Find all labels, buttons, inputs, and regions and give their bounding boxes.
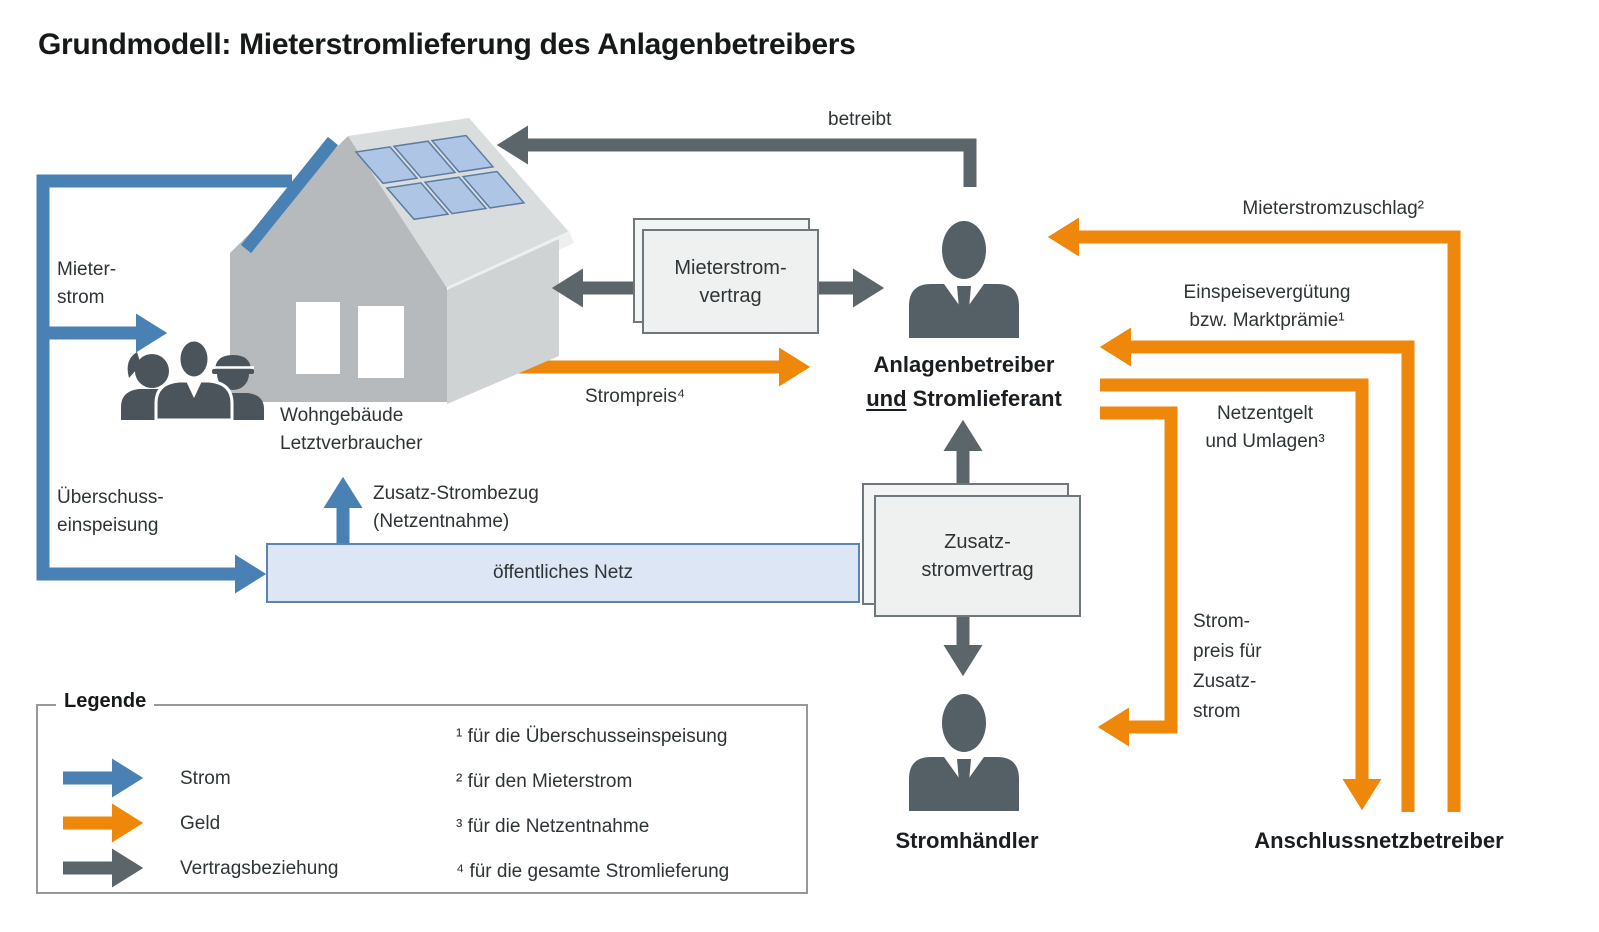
legend-item-strom: Strom xyxy=(180,768,231,789)
wohngebaeude-label: Wohngebäude Letztverbraucher xyxy=(280,405,423,454)
legend-item-geld: Geld xyxy=(180,813,221,834)
zusatz-strombezug-label: Zusatz-Strombezug (Netzentnahme) xyxy=(373,483,539,532)
geld-arrow-einspeiseverguetung xyxy=(1099,327,1415,812)
legend-footnote-2: ² für den Mieterstrom xyxy=(456,771,633,792)
legend-arrow-icons xyxy=(63,758,144,888)
geld-arrows xyxy=(1047,217,1461,812)
einspeiseverguetung-label: Einspeisevergütung bzw. Marktprämie¹ xyxy=(1183,282,1351,331)
legend-box xyxy=(36,704,808,894)
window xyxy=(296,302,340,374)
anlagenbetreiber-label: Anlagenbetreiber und Stromlieferant xyxy=(866,352,1062,411)
legend-title: Legende xyxy=(56,690,155,713)
strom-arrow-ueberschusseinspeisung xyxy=(36,174,292,594)
strompreis-zusatzstrom-label: Strom- preis für Zusatz- strom xyxy=(1193,611,1262,722)
house-icon xyxy=(230,118,574,404)
geld-arrow-netzentgelt xyxy=(1100,378,1382,811)
anschlussnetzbetreiber-label: Anschlussnetzbetreiber xyxy=(1254,828,1504,853)
zusatzstromvertrag-box: Zusatz- stromvertrag xyxy=(874,495,1081,617)
oeffentliches-netz-bar: öffentliches Netz xyxy=(266,543,860,603)
stromhaendler-label: Stromhändler xyxy=(895,828,1039,853)
ueberschusseinspeisung-label: Überschuss- einspeisung xyxy=(57,487,164,536)
legend-footnote-3: ³ für die Netzentnahme xyxy=(456,816,650,837)
geld-arrow-mieterstromzuschlag xyxy=(1047,217,1461,812)
legend-item-vertragsbeziehung: Vertragsbeziehung xyxy=(180,858,339,879)
mieterstromzuschlag-label: Mieterstromzuschlag² xyxy=(1242,198,1424,219)
legend-footnote-1: ¹ für die Überschusseinspeisung xyxy=(456,726,728,747)
betreibt-label: betreibt xyxy=(828,109,892,130)
page-title: Grundmodell: Mieterstromlieferung des An… xyxy=(38,28,856,61)
tenants-icon xyxy=(121,338,264,422)
strom-arrows xyxy=(36,136,363,594)
trader-person-icon xyxy=(909,694,1019,811)
geld-arrow-strompreis-zusatzstrom xyxy=(1097,406,1178,747)
strompreis-label: Strompreis⁴ xyxy=(585,386,686,407)
solar-panel-icon xyxy=(354,134,526,221)
oeffentliches-netz-label: öffentliches Netz xyxy=(492,562,634,583)
strom-line-panel-feed xyxy=(240,136,339,254)
operator-person-icon xyxy=(909,221,1019,338)
vertrag-arrow-betreibt xyxy=(496,125,977,187)
netzentgelt-label: Netzentgelt und Umlagen³ xyxy=(1205,403,1325,452)
window xyxy=(358,306,404,378)
legend-footnote-4: ⁴ für die gesamte Stromlieferung xyxy=(456,861,730,882)
mieterstrom-label: Mieter- strom xyxy=(57,259,117,308)
mieterstromvertrag-box: Mieterstrom- vertrag xyxy=(642,229,819,334)
